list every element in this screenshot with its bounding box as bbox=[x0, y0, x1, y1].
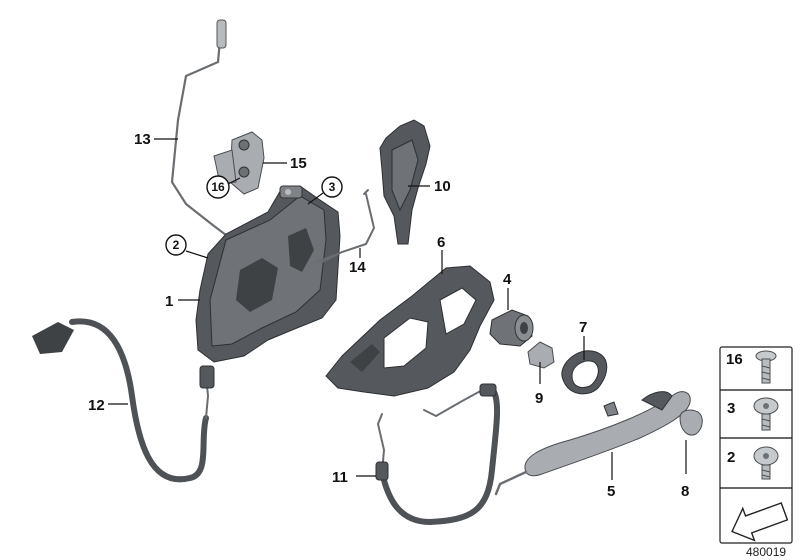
legend-item-3-label: 3 bbox=[727, 400, 735, 417]
bowden-cable-upper bbox=[375, 383, 501, 526]
legend-item-2: 2 bbox=[727, 446, 779, 480]
mounting-bracket bbox=[379, 119, 431, 245]
callout-10: 10 bbox=[434, 178, 451, 195]
small-bracket bbox=[527, 341, 555, 369]
circled-callout-2-label: 2 bbox=[173, 238, 180, 252]
torx-screw-icon bbox=[753, 446, 779, 480]
actuating-rod bbox=[170, 19, 232, 240]
handle-carrier bbox=[325, 265, 495, 397]
callout-9: 9 bbox=[535, 390, 543, 407]
legend-item-3: 3 bbox=[727, 397, 779, 431]
legend-item-16: 16 bbox=[726, 350, 777, 384]
torx-screw-icon bbox=[753, 397, 779, 431]
fastener-legend: 16 3 2 bbox=[719, 346, 793, 544]
callout-11: 11 bbox=[332, 469, 348, 486]
lock-cylinder bbox=[489, 309, 534, 347]
callout-8: 8 bbox=[681, 483, 689, 500]
callout-6: 6 bbox=[437, 234, 445, 251]
circled-callout-16-label: 16 bbox=[211, 180, 225, 194]
leader-lines bbox=[108, 138, 687, 480]
callout-12: 12 bbox=[88, 397, 105, 414]
callout-4: 4 bbox=[503, 271, 512, 288]
callout-1: 1 bbox=[165, 293, 173, 310]
handle-cap bbox=[679, 409, 703, 436]
callout-15: 15 bbox=[290, 155, 307, 172]
reference-number: 480019 bbox=[746, 545, 786, 559]
circled-callout-3-label: 3 bbox=[329, 180, 336, 194]
torx-screw-icon bbox=[755, 350, 777, 384]
callout-5: 5 bbox=[607, 483, 615, 500]
outer-door-handle bbox=[494, 391, 691, 496]
circled-callout-16: 16 bbox=[206, 175, 230, 199]
gasket bbox=[561, 350, 608, 395]
door-lock bbox=[195, 185, 343, 363]
legend-item-2-label: 2 bbox=[727, 449, 735, 466]
callout-13: 13 bbox=[134, 131, 151, 148]
circled-callout-2: 2 bbox=[165, 234, 187, 256]
callout-7: 7 bbox=[579, 319, 587, 336]
circled-callout-3: 3 bbox=[321, 176, 343, 198]
bowden-cable-lower bbox=[32, 318, 215, 483]
callout-14: 14 bbox=[349, 259, 366, 276]
direction-arrow-icon bbox=[731, 502, 789, 542]
legend-item-16-label: 16 bbox=[726, 351, 743, 368]
rod bbox=[321, 189, 376, 263]
